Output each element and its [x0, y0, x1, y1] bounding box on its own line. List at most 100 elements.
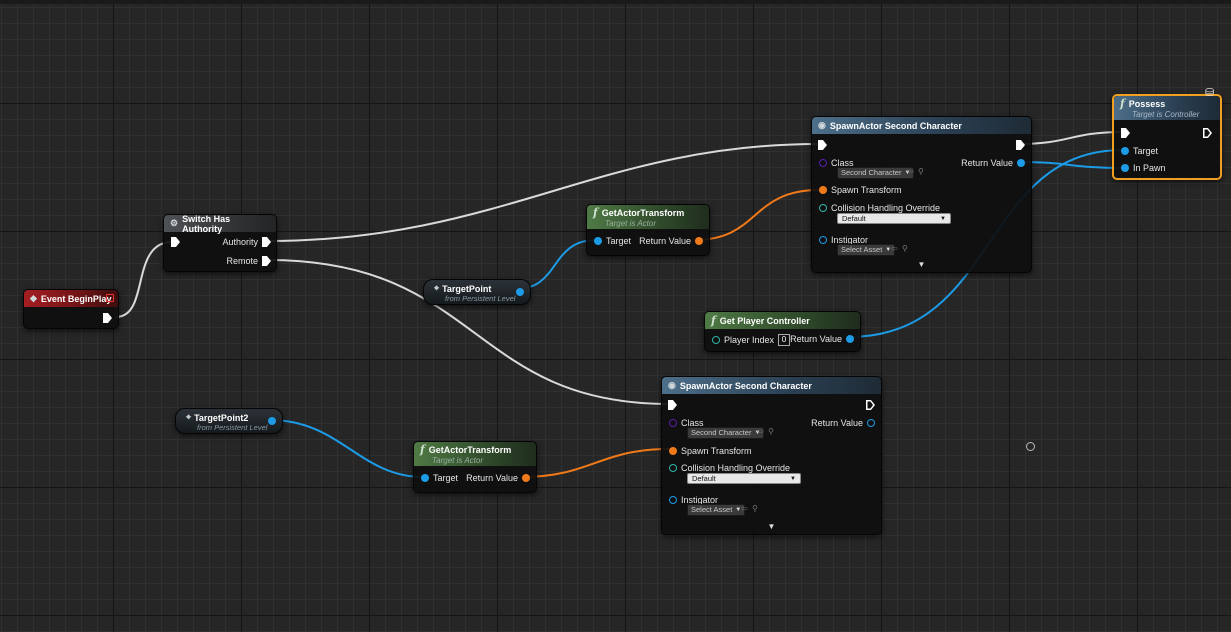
spawn1-instigator-selector[interactable]: Select Asset ▼ [837, 244, 896, 256]
player-index-input[interactable]: 0 [778, 334, 791, 346]
possess-exec-out[interactable] [1203, 128, 1212, 138]
spawn1-exec-out[interactable] [1016, 140, 1025, 150]
spawn1-class-selector[interactable]: Second Character ▼ [837, 167, 915, 179]
object-pin-icon[interactable] [1121, 164, 1129, 172]
delegate-pin-icon[interactable] [106, 294, 114, 302]
spawn2-transform-pin[interactable]: Spawn Transform [669, 446, 752, 456]
gat1-return-pin[interactable]: Return Value [639, 236, 703, 246]
transform-pin-icon[interactable] [522, 474, 530, 482]
transform-pin-icon[interactable] [819, 186, 827, 194]
object-pin-icon[interactable] [846, 335, 854, 343]
player-controller-return-pin[interactable]: Return Value [790, 334, 854, 344]
spawn-actor-header-1[interactable]: ◉ SpawnActor Second Character [812, 117, 1031, 134]
get-actor-transform-node-1[interactable]: f GetActorTransform Target is Actor Targ… [586, 204, 710, 256]
spawn2-exec-in[interactable] [668, 400, 677, 410]
magnifier-icon[interactable]: ⚲ [902, 244, 908, 253]
function-f-icon: f [1120, 97, 1125, 110]
arrow-left-icon[interactable]: ⇦ [907, 167, 914, 176]
exec-out-icon[interactable] [262, 237, 271, 247]
player-index-pin[interactable]: Player Index 0 [712, 334, 791, 346]
magnifier-icon[interactable]: ⚲ [918, 167, 924, 176]
get-actor-transform-header-1[interactable]: f GetActorTransform Target is Actor [587, 205, 709, 229]
spawn2-instigator-pin[interactable]: Instigator [669, 495, 718, 505]
gat2-target-pin[interactable]: Target [421, 473, 458, 483]
spawn2-class-pin[interactable]: Class [669, 418, 704, 428]
event-beginplay-node[interactable]: ◆ Event BeginPlay [23, 289, 119, 329]
enum-pin-icon[interactable] [819, 204, 827, 212]
spawn-actor-node-1[interactable]: ◉ SpawnActor Second Character Class Seco… [811, 116, 1032, 273]
enum-pin-icon[interactable] [669, 464, 677, 472]
possess-inpawn-pin[interactable]: In Pawn [1121, 163, 1166, 173]
expand-advanced-icon[interactable]: ▼ [917, 260, 926, 269]
spawn1-exec-in[interactable] [818, 140, 827, 150]
targetpoint-out-pin[interactable] [516, 288, 524, 296]
arrow-left-icon[interactable]: ⇦ [757, 427, 764, 436]
spawn1-return-pin[interactable]: Return Value [961, 158, 1025, 168]
arrow-left-icon[interactable]: ⇦ [741, 504, 748, 513]
exec-in-icon[interactable] [818, 140, 827, 150]
exec-out-icon[interactable] [103, 313, 112, 323]
magnifier-icon[interactable]: ⚲ [752, 504, 758, 513]
switch-remote-pin[interactable]: Remote [226, 256, 271, 266]
spawn1-collision-pin[interactable]: Collision Handling Override [819, 203, 940, 213]
possess-header[interactable]: f Possess Target is Controller [1114, 96, 1220, 120]
spawn1-transform-pin[interactable]: Spawn Transform [819, 185, 902, 195]
spawn1-instigator-pin[interactable]: Instigator [819, 235, 868, 245]
reroute-pin-icon[interactable] [1026, 442, 1035, 451]
spawn-actor-header-2[interactable]: ◉ SpawnActor Second Character [662, 377, 881, 394]
spawn2-exec-out[interactable] [866, 400, 875, 410]
get-actor-transform-node-2[interactable]: f GetActorTransform Target is Actor Targ… [413, 441, 537, 493]
object-pin-icon[interactable] [819, 236, 827, 244]
spawn-actor-node-2[interactable]: ◉ SpawnActor Second Character Class Seco… [661, 376, 882, 535]
exec-out-icon[interactable] [1016, 140, 1025, 150]
spawn2-instigator-selector[interactable]: Select Asset ▼ [687, 504, 746, 516]
event-beginplay-header[interactable]: ◆ Event BeginPlay [24, 290, 118, 307]
spawn-actor-icon: ◉ [668, 380, 676, 390]
switch-has-authority-header[interactable]: ⚙ Switch Has Authority [164, 214, 276, 234]
get-player-controller-node[interactable]: f Get Player Controller Player Index 0 R… [704, 311, 861, 352]
class-pin-icon[interactable] [819, 159, 827, 167]
switch-exec-in[interactable] [171, 237, 180, 247]
exec-in-icon[interactable] [171, 237, 180, 247]
get-player-controller-header[interactable]: f Get Player Controller [705, 312, 860, 329]
arrow-left-icon[interactable]: ⇦ [891, 244, 898, 253]
switch-has-authority-node[interactable]: ⚙ Switch Has Authority Authority Remote [163, 214, 277, 272]
targetpoint2-variable-node[interactable]: ⌖ TargetPoint2 from Persistent Level [175, 408, 283, 434]
expand-advanced-icon[interactable]: ▼ [767, 522, 776, 531]
object-pin-icon[interactable] [669, 496, 677, 504]
spawn2-collision-dropdown[interactable]: Default ▼ [687, 473, 801, 484]
spawn2-class-selector[interactable]: Second Character ▼ [687, 427, 765, 439]
transform-pin-icon[interactable] [669, 447, 677, 455]
object-pin-icon[interactable] [421, 474, 429, 482]
targetpoint-variable-node[interactable]: ⌖ TargetPoint from Persistent Level [423, 279, 531, 305]
int-pin-icon[interactable] [712, 336, 720, 344]
event-beginplay-exec-out[interactable] [103, 313, 112, 323]
object-pin-icon[interactable] [867, 419, 875, 427]
get-actor-transform-header-2[interactable]: f GetActorTransform Target is Actor [414, 442, 536, 466]
switch-authority-pin[interactable]: Authority [222, 237, 271, 247]
spawn1-collision-dropdown[interactable]: Default ▼ [837, 213, 951, 224]
possess-exec-in[interactable] [1121, 128, 1130, 138]
gat1-target-pin[interactable]: Target [594, 236, 631, 246]
spawn1-instigator-value: Select Asset [841, 245, 883, 254]
object-pin-icon[interactable] [594, 237, 602, 245]
exec-in-icon[interactable] [1121, 128, 1130, 138]
gat2-return-pin[interactable]: Return Value [466, 473, 530, 483]
authority-label: Authority [222, 237, 258, 247]
magnifier-icon[interactable]: ⚲ [768, 427, 774, 436]
class-pin-icon[interactable] [669, 419, 677, 427]
possess-target-pin[interactable]: Target [1121, 146, 1158, 156]
targetpoint2-out-pin[interactable] [268, 417, 276, 425]
spawn2-collision-pin[interactable]: Collision Handling Override [669, 463, 790, 473]
exec-out-icon[interactable] [1203, 128, 1212, 138]
object-pin-icon[interactable] [1121, 147, 1129, 155]
spawn2-return-pin[interactable]: Return Value [811, 418, 875, 428]
exec-in-icon[interactable] [668, 400, 677, 410]
exec-out-icon[interactable] [866, 400, 875, 410]
exec-out-icon[interactable] [262, 256, 271, 266]
transform-pin-icon[interactable] [695, 237, 703, 245]
object-pin-icon[interactable] [1017, 159, 1025, 167]
possess-node[interactable]: f Possess Target is Controller Target In… [1112, 94, 1222, 180]
spawn1-class-pin[interactable]: Class [819, 158, 854, 168]
